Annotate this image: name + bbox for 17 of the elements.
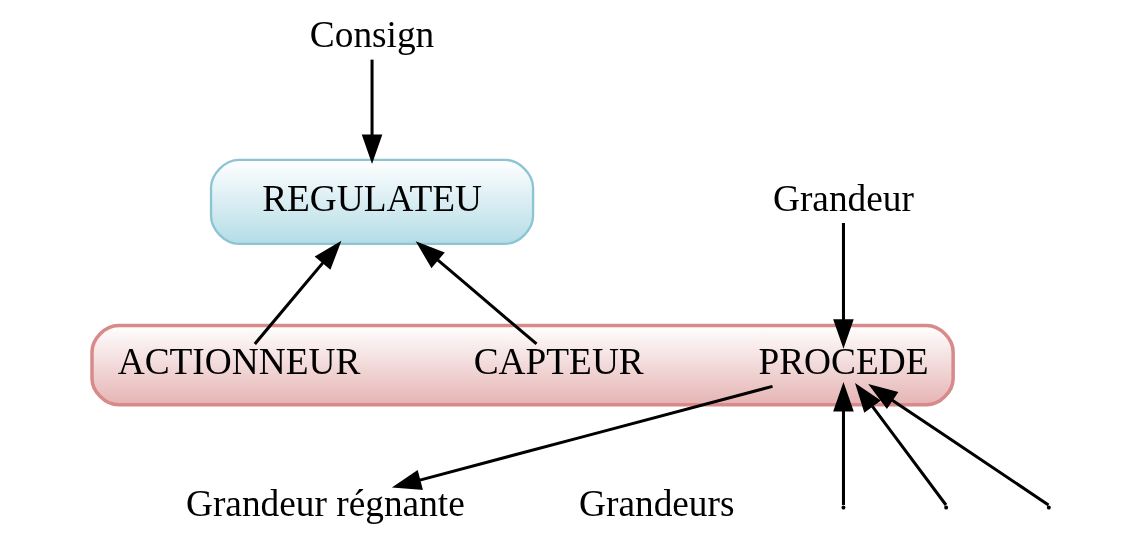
label: Grandeurs xyxy=(579,483,735,525)
arrow xyxy=(868,384,1050,507)
arrow xyxy=(415,241,538,346)
arrow xyxy=(855,382,948,506)
node-text: Grandeur régnante xyxy=(185,483,465,525)
node-text: CAPTEUR xyxy=(473,341,644,383)
arrow xyxy=(391,384,773,490)
cluster xyxy=(90,323,955,407)
node-text: PROCEDE xyxy=(758,341,929,383)
node-text: Grandeur xyxy=(772,177,914,219)
arrow xyxy=(833,382,854,505)
node-text: ACTIONNEUR xyxy=(117,341,361,383)
node-box: REGULATEU xyxy=(209,158,535,245)
arrow xyxy=(253,240,342,345)
node-text: Consign xyxy=(309,14,435,56)
arrow xyxy=(361,59,383,165)
arrow xyxy=(833,223,854,349)
